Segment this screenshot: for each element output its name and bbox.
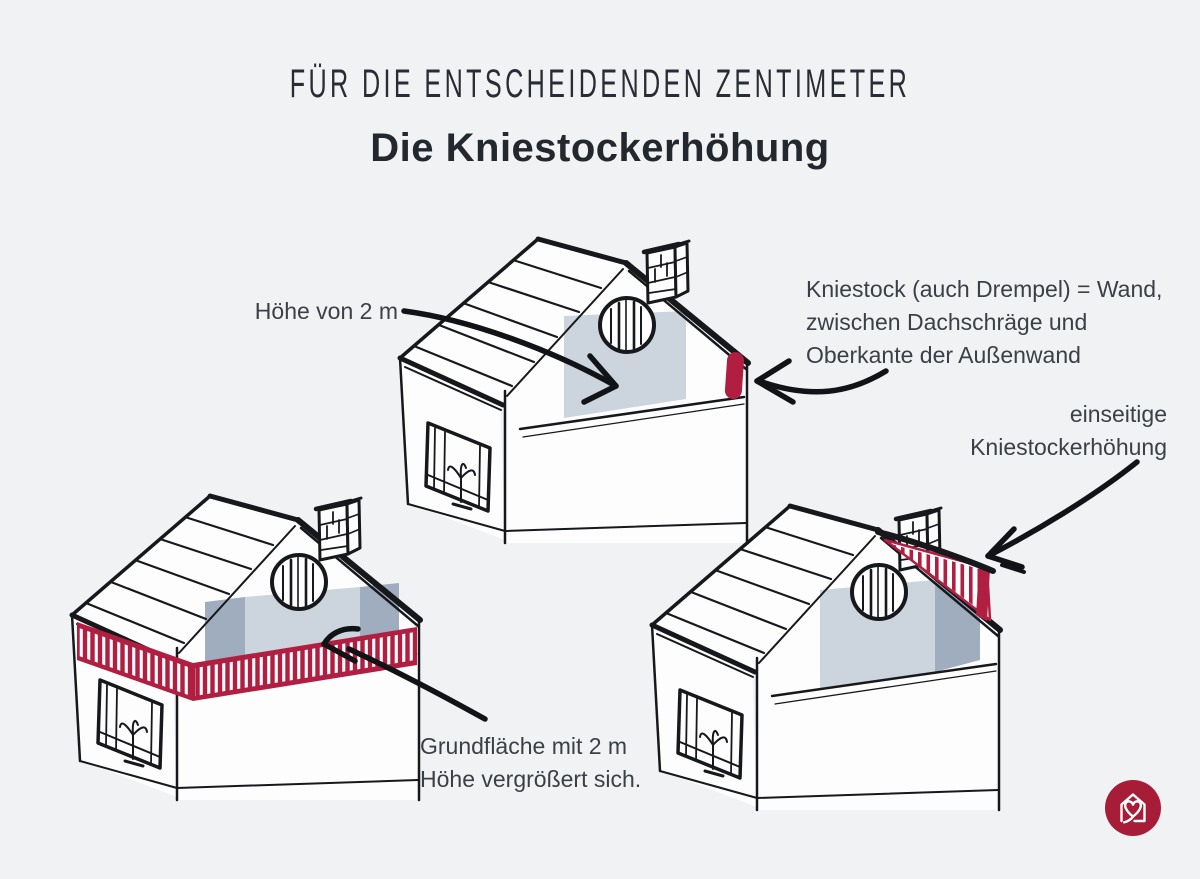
height-2m-label: Höhe von 2 m <box>254 298 398 324</box>
floor-area-line-1: Grundfläche mit 2 m <box>420 733 628 759</box>
kniestock-line-2: zwischen Dachschräge und <box>806 309 1088 335</box>
gable-shade-light <box>820 580 935 688</box>
floor-area-line-2: Höhe vergrößert sich. <box>420 766 642 792</box>
house-sketch-raised-kniestock <box>55 470 475 830</box>
kniestock-line-3: Oberkante der Außenwand <box>806 342 1081 368</box>
one-sided-raise-triangle <box>875 529 996 622</box>
one-sided-line-1: einseitige <box>1069 401 1167 427</box>
one-sided-label: einseitige Kniestockerhöhung <box>867 398 1167 464</box>
raised-roof-edge <box>875 529 996 574</box>
one-sided-line-2: Kniestockerhöhung <box>970 434 1167 460</box>
kicker-title: FÜR DIE ENTSCHEIDENDEN ZENTIMETER <box>289 62 911 107</box>
kniestock-definition-label: Kniestock (auch Drempel) = Wand, zwische… <box>806 273 1162 372</box>
house-sketch-one-sided <box>635 480 1055 840</box>
floor-area-label: Grundfläche mit 2 m Höhe vergrößert sich… <box>420 730 641 796</box>
house-heart-logo-icon <box>1105 780 1161 836</box>
kniestock-marker <box>724 352 745 399</box>
page-title: Die Kniestockerhöhung <box>370 126 830 170</box>
kniestock-line-1: Kniestock (auch Drempel) = Wand, <box>806 276 1163 302</box>
